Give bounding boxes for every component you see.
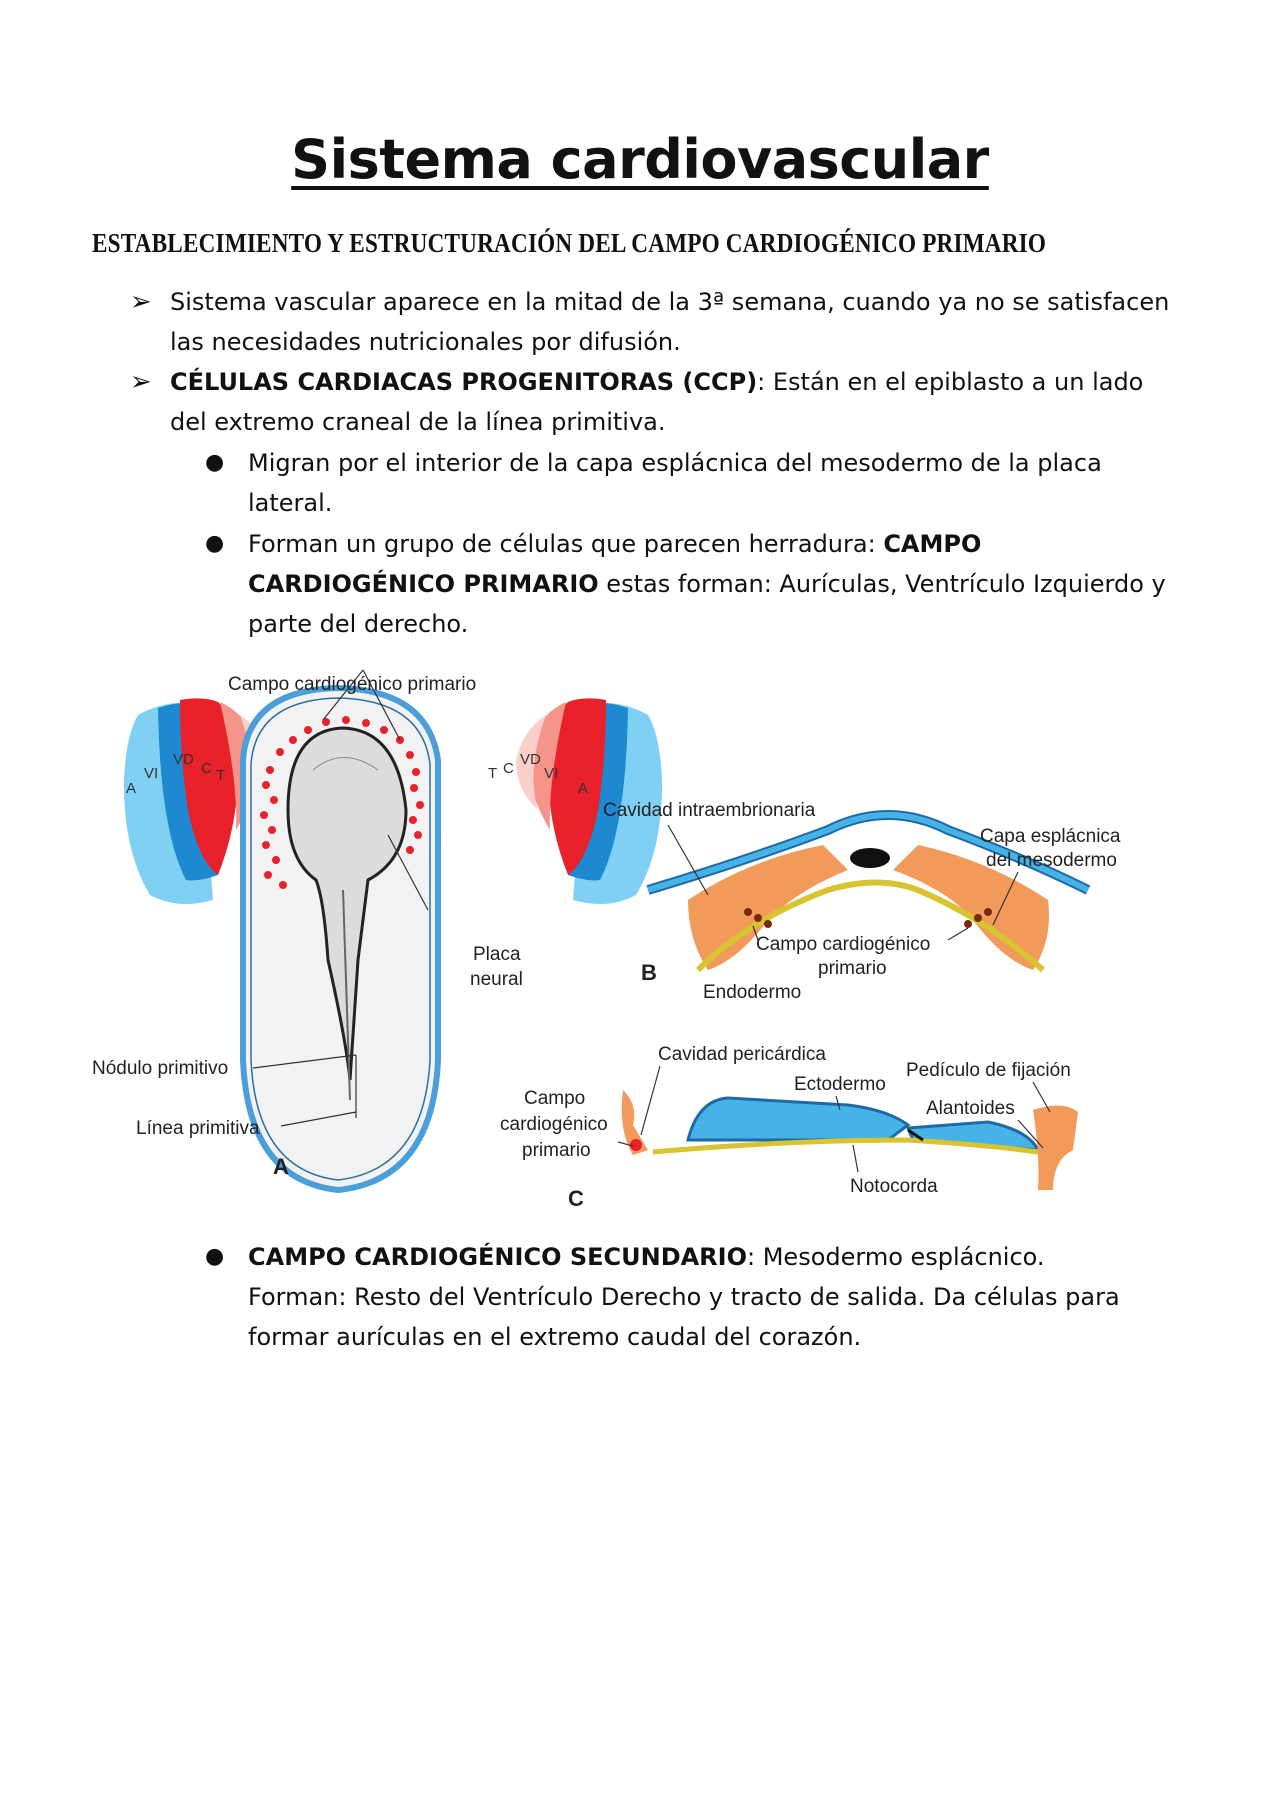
cross-section-b-diagram xyxy=(646,810,1091,973)
panel-b-label: B xyxy=(641,960,657,985)
arrow-bullet-icon: ➢ xyxy=(130,367,152,397)
label-linea-primitiva: Línea primitiva xyxy=(136,1118,260,1139)
label-pediculo-fijacion: Pedículo de fijación xyxy=(906,1060,1071,1081)
label-nodulo-primitivo: Nódulo primitivo xyxy=(92,1058,228,1079)
label-placa-neural: Placa xyxy=(473,944,521,965)
campo-secundario-term: CAMPO CARDIOGÉNICO SECUNDARIO xyxy=(248,1243,747,1271)
sagittal-section-c-diagram xyxy=(621,1090,1078,1190)
svg-text:C: C xyxy=(201,760,212,777)
svg-text:T: T xyxy=(216,767,225,784)
section-heading: ESTABLECIMIENTO Y ESTRUCTURACIÓN DEL CAM… xyxy=(92,228,1047,258)
dot-bullet-icon: ● xyxy=(205,1244,225,1269)
svg-text:VI: VI xyxy=(544,765,558,782)
svg-text:T: T xyxy=(488,765,497,782)
svg-text:VI: VI xyxy=(144,765,158,782)
ccp-term: CÉLULAS CARDIACAS PROGENITORAS (CCP) xyxy=(170,368,758,396)
svg-text:cardiogénico: cardiogénico xyxy=(500,1114,608,1135)
svg-text:primario: primario xyxy=(522,1140,591,1161)
svg-text:VD: VD xyxy=(173,751,194,768)
svg-text:neural: neural xyxy=(470,969,523,990)
bullet-ccp: CÉLULAS CARDIACAS PROGENITORAS (CCP): Es… xyxy=(170,362,1170,442)
svg-text:A: A xyxy=(578,780,588,797)
label-cavidad-intraembrionaria: Cavidad intraembrionaria xyxy=(603,800,816,821)
svg-text:primario: primario xyxy=(818,958,887,979)
panel-a-label: A xyxy=(273,1154,289,1179)
label-campo-primario-c: Campo xyxy=(524,1088,585,1109)
panel-c-label: C xyxy=(568,1186,584,1211)
sub-bullet-campo-secundario: CAMPO CARDIOGÉNICO SECUNDARIO: Mesodermo… xyxy=(248,1243,1120,1351)
sub-bullet-migran: Migran por el interior de la capa esplác… xyxy=(248,449,1102,517)
svg-text:VD: VD xyxy=(520,751,541,768)
ccp-text: : Están en el epiblasto a un lado del ex… xyxy=(170,368,1144,436)
label-campo-primario-b: Campo cardiogénico xyxy=(756,934,930,955)
label-campo-primario-a: Campo cardiogénico primario xyxy=(228,674,476,695)
dot-bullet-icon: ● xyxy=(205,531,225,556)
label-cavidad-pericardica: Cavidad pericárdica xyxy=(658,1044,826,1065)
label-alantoides: Alantoides xyxy=(926,1098,1015,1119)
arrow-bullet-icon: ➢ xyxy=(130,287,152,317)
bullet-vascular: Sistema vascular aparece en la mitad de … xyxy=(170,288,1170,356)
label-endodermo: Endodermo xyxy=(703,982,801,1003)
label-notocorda: Notocorda xyxy=(850,1176,938,1197)
embryonic-disc-diagram xyxy=(240,684,441,1194)
page-title: Sistema cardiovascular xyxy=(291,128,989,191)
heart-field-right-diagram xyxy=(516,698,663,904)
label-ectodermo: Ectodermo xyxy=(794,1074,886,1095)
svg-text:del mesodermo: del mesodermo xyxy=(986,850,1117,871)
svg-text:C: C xyxy=(503,760,514,777)
sub-bullet-forman: Forman un grupo de células que parecen h… xyxy=(248,530,1166,638)
embryo-figure: A VI VD C T T C VD VI A Campo cardiogé xyxy=(92,669,1121,1211)
svg-text:A: A xyxy=(126,780,136,797)
label-capa-esplacnica: Capa esplácnica xyxy=(980,826,1121,847)
dot-bullet-icon: ● xyxy=(205,450,225,475)
campo-primario-term: CAMPO CARDIOGÉNICO PRIMARIO xyxy=(248,530,982,598)
